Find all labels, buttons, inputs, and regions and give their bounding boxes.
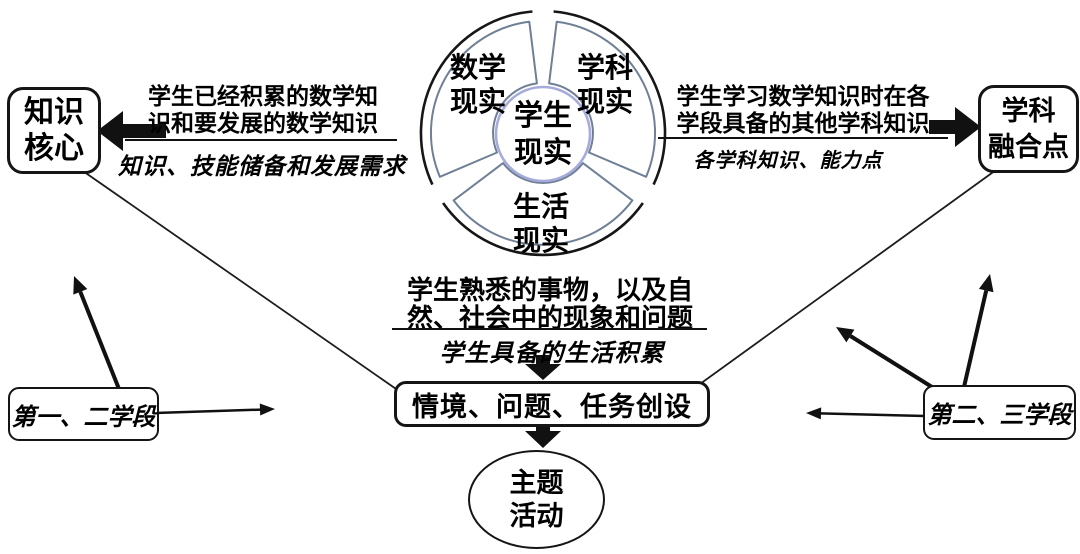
theme-line2: 活动 — [509, 500, 564, 531]
sector-subject-line1: 学科 — [576, 52, 633, 83]
middle-bold-line1: 学生熟悉的事物，以及自 — [406, 275, 693, 305]
sector-math-line2: 现实 — [449, 86, 506, 117]
arrow-stage-right-left-line — [819, 412, 926, 418]
subject-fusion-line2: 融合点 — [988, 132, 1069, 162]
arrow-stage-left-up-head — [73, 276, 88, 295]
sector-math-label: 数学 现实 — [446, 51, 510, 119]
block-arrow-to-theme-activity — [525, 422, 561, 448]
arrow-stage-left-right-head — [259, 403, 275, 416]
stage-one-two-label: 第一、二学段 — [11, 401, 156, 431]
theme-line1: 主题 — [509, 467, 564, 498]
wheel-sectors — [429, 20, 657, 246]
left-bold-line1: 学生已经积累的数学知 — [148, 83, 378, 109]
right-sub-text: 各学科知识、能力点 — [693, 148, 883, 172]
arrow-stage-left-up-line — [78, 291, 121, 390]
right-bold-line2: 学段具备的其他学科知识 — [676, 110, 930, 136]
wheel-outer-arc-bottom — [442, 202, 644, 257]
sector-subject-label: 学科 现实 — [573, 51, 637, 119]
wheel-outer-arc-left — [419, 10, 533, 186]
stage-two-three-label: 第二、三学段 — [927, 400, 1072, 429]
arrow-stage-right-up-head — [978, 274, 994, 293]
subject-fusion-line1: 学科 — [1001, 96, 1056, 126]
sector-subject-reality — [548, 20, 657, 178]
knowledge-core-line1: 知识 — [24, 95, 84, 129]
left-divider-bar — [125, 139, 397, 141]
theme-activity-ellipse: 主题 活动 — [468, 450, 605, 549]
left-branch-bold-text: 学生已经积累的数学知 识和要发展的数学知识 — [118, 83, 408, 137]
sector-math-reality — [429, 20, 538, 178]
knowledge-core-line2: 核心 — [24, 131, 84, 165]
arrow-stage-right-left-head — [806, 407, 822, 420]
right-bold-line1: 学生学习数学知识时在各 — [676, 83, 930, 109]
wheel-outer-arc-right — [553, 10, 667, 186]
left-sub-text: 知识、技能储备和发展需求 — [118, 153, 406, 180]
sector-math-line1: 数学 — [449, 52, 506, 83]
arrow-stage-right-up-line — [962, 290, 989, 388]
hub-label: 学生 现实 — [501, 98, 585, 172]
middle-sub-text: 学生具备的生活积累 — [439, 338, 665, 367]
right-branch-bold-text: 学生学习数学知识时在各 学段具备的其他学科知识 — [658, 83, 948, 137]
arrow-stage-right-upleft-line — [849, 334, 934, 389]
subject-fusion-box: 学科 融合点 — [978, 85, 1079, 173]
hub-line1: 学生 — [513, 100, 572, 132]
stage-right-arrows — [806, 274, 994, 420]
right-divider-bar — [658, 137, 948, 139]
block-arrow-to-creation-box — [525, 355, 561, 380]
middle-bold-line2: 然、社会中的现象和问题 — [406, 303, 693, 333]
left-bold-line2: 识和要发展的数学知识 — [148, 110, 378, 136]
stage-two-three-box: 第二、三学段 — [923, 385, 1076, 440]
creation-label: 情境、问题、任务创设 — [412, 391, 692, 422]
stage-left-arrows — [73, 276, 275, 416]
arrow-stage-right-upleft-head — [836, 327, 855, 343]
sector-life-reality — [452, 162, 634, 246]
sector-life-label: 生活 现实 — [509, 190, 573, 258]
stage-one-two-box: 第一、二学段 — [8, 387, 159, 441]
sector-life-line2: 现实 — [512, 225, 569, 256]
creation-box: 情境、问题、任务创设 — [394, 381, 710, 427]
block-arrow-to-knowledge-core — [97, 111, 166, 151]
arrow-stage-left-right-line — [154, 408, 262, 415]
line-subject-fusion-to-creation — [699, 169, 997, 385]
middle-divider-bar — [392, 328, 707, 330]
middle-branch-bold-text: 学生熟悉的事物，以及自 然、社会中的现象和问题 — [394, 276, 706, 332]
block-arrow-to-subject-fusion — [929, 107, 981, 147]
line-knowledge-core-to-creation — [79, 168, 400, 392]
sector-subject-line2: 现实 — [576, 86, 633, 117]
wheel-outer-arcs — [419, 10, 667, 257]
sector-life-line1: 生活 — [512, 191, 569, 222]
knowledge-core-box: 知识 核心 — [7, 87, 101, 174]
hub-line2: 现实 — [513, 137, 572, 169]
hub-circle — [494, 85, 592, 183]
